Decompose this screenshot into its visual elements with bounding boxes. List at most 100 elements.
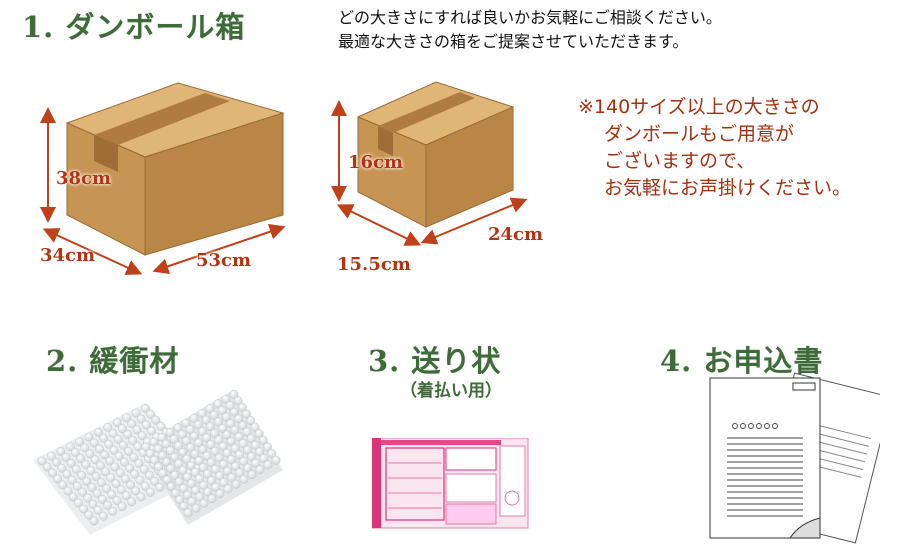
bubble [78,487,88,497]
bubble [231,479,241,489]
bubble [221,394,231,404]
bubble [67,475,77,485]
bubble [218,459,228,469]
bubble [128,436,138,446]
bubble [205,404,215,414]
bubble [162,475,172,485]
bubble [235,468,245,478]
bubble [86,466,96,476]
intro-text: どの大きさにすれば良いかお気軽にご相談ください。 最適な大きさの箱をご提案させて… [338,6,722,54]
bubble [121,491,131,501]
bubble [129,452,139,462]
bubble [102,484,112,494]
bubble [120,474,130,484]
bubble [210,446,220,456]
note-line: 140サイズ以上の大きさの [593,96,820,118]
bubble [191,485,201,495]
bubble [267,449,277,459]
section-title-waybill: 3. 送り状 [368,344,502,378]
bubble [156,421,166,431]
bubble [62,469,72,479]
bubble [165,428,175,438]
bubble [146,409,156,419]
bubble [119,457,129,467]
bubble [230,425,240,435]
section-title-cardboard-box: 1. ダンボール箱 [22,10,246,44]
bubble [98,511,108,521]
bubble [187,497,197,507]
bubble [186,479,196,489]
bubble [190,467,200,477]
bubble [108,506,118,516]
bubble [259,453,269,463]
large-box-width-label: 53cm [196,250,252,271]
bubble [215,489,225,499]
bubble [87,482,97,492]
bubble [157,432,167,442]
small-box-height-label: 16cm [348,152,404,173]
bubble [140,481,150,491]
bubble [137,431,147,441]
bubble [229,407,239,417]
bubble [158,468,168,478]
bubble [90,455,100,465]
bubble [169,434,179,444]
intro-line: どの大きさにすれば良いかお気軽にご相談ください。 [338,8,722,27]
bubble [145,449,155,459]
bubble [103,422,113,432]
bubble [70,448,80,458]
bubble [103,500,113,510]
note-line: ダンボールもご用意が [604,123,795,145]
bubble [144,470,154,480]
bubble [206,458,216,468]
bubble [178,465,188,475]
bubble [122,413,132,423]
bubble [175,495,185,505]
bubble [81,460,91,470]
bubble [57,463,67,473]
bubble [114,451,124,461]
bubble-wrap-illustration [33,389,283,535]
bubble [207,476,217,486]
note-line: お気軽にお声掛けください。 [604,177,852,199]
bubble [222,448,232,458]
intro-line: 最適な大きさの箱をご提案させていただきます。 [338,32,689,51]
bubble [65,442,75,452]
bubble [73,498,83,508]
bubble [246,434,256,444]
bubble [234,432,244,442]
bubble [56,446,66,456]
waybill-illustration [372,438,529,529]
waybill-subtitle: （着払い用） [400,381,502,401]
bubble [99,433,109,443]
bubble [203,487,213,497]
bubble [101,467,111,477]
bubble [238,420,248,430]
bubble [263,460,273,470]
bubble [182,454,192,464]
bubble [226,437,236,447]
bubble [255,465,265,475]
bubble [76,454,86,464]
bubble [85,449,95,459]
bubble [194,438,204,448]
bubble [108,428,118,438]
bubble [263,442,273,452]
bubble [100,450,110,460]
bubble [58,480,68,490]
bubble [229,389,239,399]
bubble [178,447,188,457]
bubble [150,476,160,486]
bubble [91,472,101,482]
bubble [109,445,119,455]
bubble [89,438,99,448]
bubble [189,413,199,423]
bubble [213,417,223,427]
bubble [63,486,73,496]
bubble [195,492,205,502]
bubble [218,441,228,451]
bubble [94,444,104,454]
small-box-width-label: 24cm [488,224,544,245]
bubble [198,462,208,472]
bubble [131,486,141,496]
